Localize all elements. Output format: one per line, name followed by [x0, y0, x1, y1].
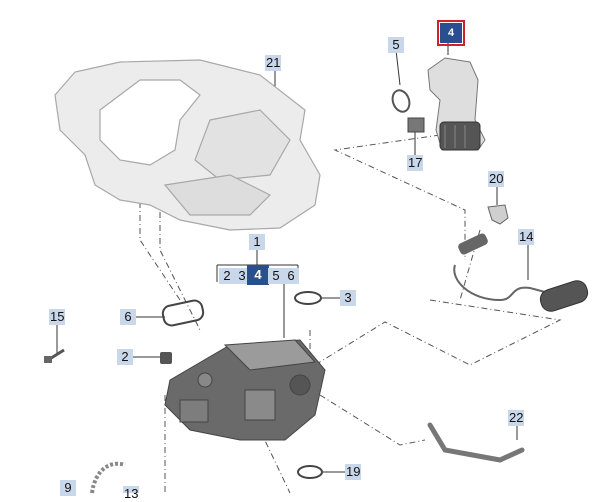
callout-14[interactable]: 14 [518, 229, 535, 245]
callout-3-sub[interactable]: 3 [234, 268, 250, 284]
bracket-part-20[interactable] [487, 204, 509, 225]
callout-6[interactable]: 6 [120, 309, 136, 325]
callout-15[interactable]: 15 [49, 309, 66, 325]
oil-module-part-1[interactable] [164, 339, 326, 441]
o-ring-part-3[interactable] [294, 291, 322, 305]
clip-part-17[interactable] [407, 117, 425, 133]
bolt-part-15[interactable] [44, 348, 65, 363]
callout-5-sub[interactable]: 5 [268, 268, 284, 284]
oil-pan-part[interactable] [54, 59, 321, 231]
callout-4-highlighted[interactable]: 4 [437, 20, 465, 46]
callout-3[interactable]: 3 [340, 290, 356, 306]
callout-5[interactable]: 5 [388, 37, 404, 53]
callout-19[interactable]: 19 [345, 464, 362, 480]
chain-part-9[interactable] [90, 461, 126, 494]
oil-filter-housing-part[interactable] [427, 57, 486, 151]
gasket-part-19[interactable] [297, 465, 323, 479]
callout-13[interactable]: 13 [123, 486, 140, 501]
callout-17[interactable]: 17 [407, 155, 424, 171]
gasket-part-6[interactable] [161, 299, 205, 327]
pipe-part-22[interactable] [427, 422, 525, 463]
callout-2-sub[interactable]: 2 [219, 268, 235, 284]
callout-21[interactable]: 21 [265, 55, 282, 71]
callout-6-sub[interactable]: 6 [283, 268, 299, 284]
callout-1[interactable]: 1 [249, 234, 265, 250]
callout-22[interactable]: 22 [508, 410, 525, 426]
callout-4-selected[interactable]: 4 [247, 265, 269, 285]
o-ring-part-5[interactable] [390, 88, 413, 114]
callout-20[interactable]: 20 [488, 171, 505, 187]
sensor-part-14[interactable] [453, 232, 590, 314]
callout-2[interactable]: 2 [117, 349, 133, 365]
plug-part-2[interactable] [160, 352, 172, 364]
callout-9[interactable]: 9 [60, 480, 76, 496]
